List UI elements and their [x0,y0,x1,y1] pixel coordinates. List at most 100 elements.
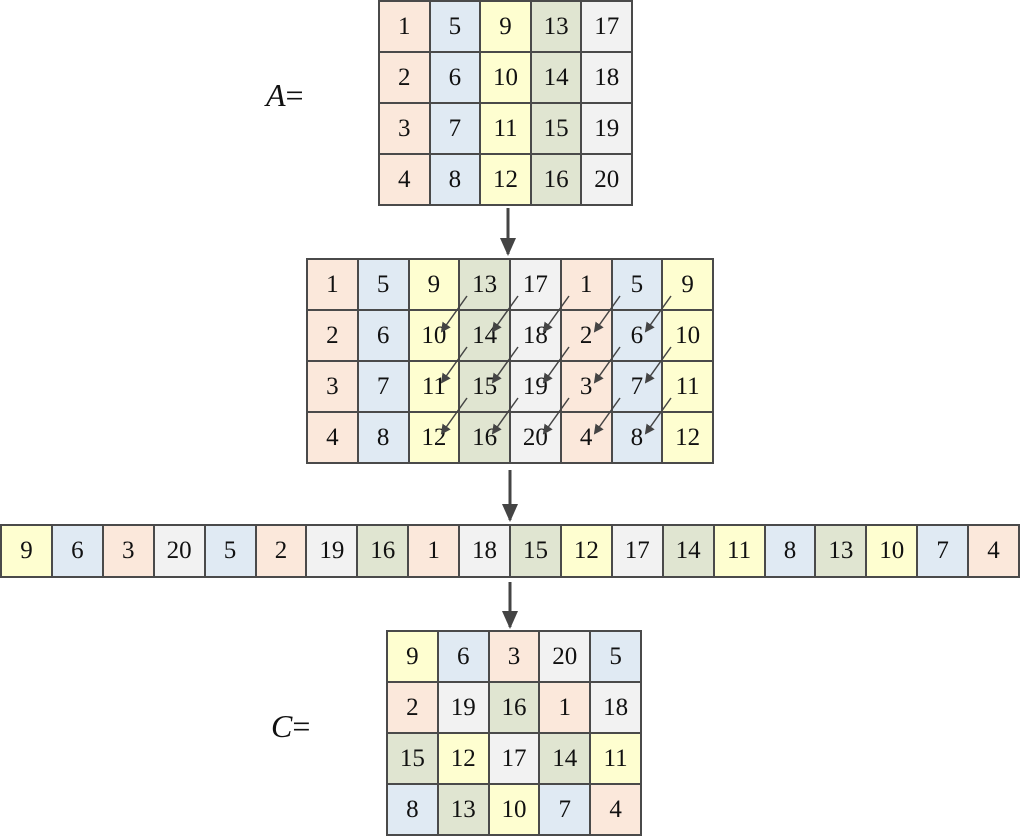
matrix_C-cell: 3 [489,632,539,681]
matrix_extended-cell: 2 [561,311,611,360]
sequence-cell: 16 [358,526,408,576]
matrix_C-cell: 18 [591,683,640,732]
matrix_A-cell: 20 [582,155,631,204]
matrix_extended-cell: 7 [358,362,408,411]
matrix_extended-cell: 8 [612,413,662,462]
sequence-cell: 14 [663,526,713,576]
matrix_C-cell: 17 [489,734,539,783]
matrix_extended-cell: 3 [308,362,357,411]
diagonal-arrow-icon [542,346,570,384]
matrix_A-cell: 15 [531,104,581,153]
matrix_C-cell: 10 [489,785,539,834]
sequence-cell: 1 [409,526,459,576]
matrix_A-cell: 5 [430,2,480,51]
sequence-cell: 6 [52,526,102,576]
matrix_A-cell: 4 [380,155,429,204]
sequence-cell: 7 [918,526,968,576]
matrix_extended-cell: 8 [358,413,408,462]
matrix_extended-cell: 13 [460,260,509,309]
matrix_A-cell: 6 [430,53,480,102]
matrix_extended-cell: 9 [663,260,712,309]
matrix_C-cell: 1 [540,683,590,732]
matrix_extended-cell: 17 [511,260,560,309]
label-C-equals: = [292,708,311,744]
matrix_A-cell: 2 [380,53,429,102]
label-A: A= [266,77,304,114]
matrix_extended-cell: 6 [612,311,662,360]
sequence-cell: 8 [765,526,815,576]
matrix_A-cell: 17 [582,2,631,51]
matrix_A-cell: 9 [481,2,530,51]
label-A-equals: = [285,77,304,113]
matrix_extended-cell: 5 [612,260,662,309]
sequence-cell: 12 [561,526,611,576]
matrix_A-cell: 19 [582,104,631,153]
matrix_A-cell: 8 [430,155,480,204]
matrix_A-cell: 11 [481,104,530,153]
matrix_A-cell: 7 [430,104,480,153]
matrix_extended-cell: 10 [663,311,712,360]
matrix_C-cell: 6 [438,632,488,681]
matrix_extended-cell: 9 [409,260,459,309]
sequence-cell: 2 [256,526,306,576]
matrix_C-cell: 2 [388,683,437,732]
matrix_C-cell: 11 [591,734,640,783]
diagonal-arrow-icon [644,295,672,333]
diagonal-arrow-icon [491,397,519,435]
matrix_extended-cell: 1 [561,260,611,309]
matrix_extended-cell: 11 [663,362,712,411]
matrix_C-cell: 5 [591,632,640,681]
sequence-cell: 17 [612,526,662,576]
diagonal-arrow-icon [542,397,570,435]
diagonal-arrow-icon [593,295,621,333]
matrix_C-cell: 15 [388,734,437,783]
diagonal-arrow-icon [593,397,621,435]
matrix_extended-cell: 3 [561,362,611,411]
matrix_A-cell: 16 [531,155,581,204]
sequence-cell: 18 [460,526,509,576]
diagonal-arrow-icon [440,346,468,384]
sequence-cell: 11 [714,526,764,576]
matrix_C-cell: 16 [489,683,539,732]
matrix_extended-cell: 5 [358,260,408,309]
matrix_C-cell: 7 [540,785,590,834]
matrix_C-cell: 8 [388,785,437,834]
label-A-letter: A [266,77,286,113]
sequence-cell: 5 [205,526,255,576]
matrix_C-cell: 19 [438,683,488,732]
matrix_extended-cell: 1 [308,260,357,309]
matrix_extended-cell: 12 [663,413,712,462]
matrix_A-cell: 14 [531,53,581,102]
diagonal-arrow-icon [440,295,468,333]
diagonal-arrow-icon [542,295,570,333]
diagonal-arrow-icon [593,346,621,384]
matrix_extended-cell: 4 [308,413,357,462]
matrix_extended-cell: 20 [511,413,560,462]
sequence-cell: 10 [867,526,917,576]
sequence-cell: 3 [103,526,153,576]
matrix_C-cell: 12 [438,734,488,783]
sequence-cell: 15 [511,526,560,576]
diagonal-arrow-icon [491,346,519,384]
matrix_extended-cell: 7 [612,362,662,411]
matrix_extended-cell: 6 [358,311,408,360]
matrix_C-cell: 4 [591,785,640,834]
sequence-cell: 9 [2,526,51,576]
sequence-cell: 19 [307,526,357,576]
matrix_C-cell: 9 [388,632,437,681]
matrix_A-cell: 1 [380,2,429,51]
matrix_A-cell: 3 [380,104,429,153]
matrix_A-cell: 13 [531,2,581,51]
sequence-cell: 13 [816,526,866,576]
sequence-cell: 20 [154,526,204,576]
matrix_C-cell: 14 [540,734,590,783]
matrix_A-cell: 10 [481,53,530,102]
matrix_A-cell: 18 [582,53,631,102]
matrix_A-cell: 12 [481,155,530,204]
matrix_C-cell: 13 [438,785,488,834]
